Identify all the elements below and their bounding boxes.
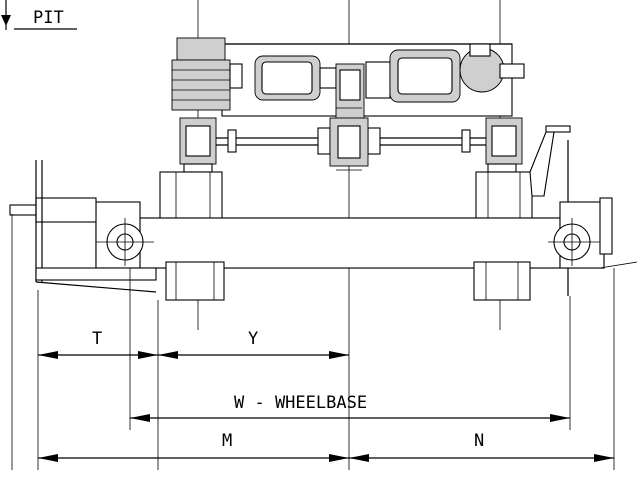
support-columns — [159, 171, 533, 221]
arrow-right-icon — [329, 454, 349, 462]
arrow-right-icon — [138, 351, 158, 359]
arrow-right-icon — [329, 351, 349, 359]
arrow-left-icon — [38, 351, 58, 359]
upper-machinery — [171, 37, 525, 123]
lower-hangers — [165, 261, 531, 301]
arrow-left-icon — [349, 454, 369, 462]
dim-m-label: M — [222, 431, 232, 451]
dim-y-label: Y — [248, 329, 258, 349]
arrow-left-icon — [130, 414, 150, 422]
extension-lines — [11, 214, 637, 470]
main-girder — [95, 217, 605, 269]
right-drive-bearing — [485, 117, 523, 173]
pit-label: PIT — [33, 8, 64, 28]
pit-marker: PIT — [1, 0, 77, 30]
arrow-right-icon — [550, 414, 570, 422]
dim-t-label: T — [92, 329, 102, 349]
left-bumper — [9, 160, 157, 293]
dim-y: Y — [158, 329, 349, 359]
left-wheel — [95, 201, 154, 269]
drive-shaft — [180, 107, 520, 171]
arrow-right-icon — [594, 454, 614, 462]
left-gear-motor — [176, 37, 226, 61]
dim-n: N — [349, 431, 614, 462]
dim-wheelbase: W - WHEELBASE — [130, 393, 570, 422]
dim-wheelbase-label: W - WHEELBASE — [234, 393, 367, 413]
right-wheel — [548, 197, 613, 269]
pit-arrow-icon — [1, 15, 11, 26]
arrow-left-icon — [158, 351, 178, 359]
arrow-left-icon — [38, 454, 58, 462]
dim-n-label: N — [474, 431, 484, 451]
dim-m: M — [38, 431, 349, 462]
dim-t: T — [38, 329, 158, 359]
left-drive-bearing — [179, 117, 217, 173]
